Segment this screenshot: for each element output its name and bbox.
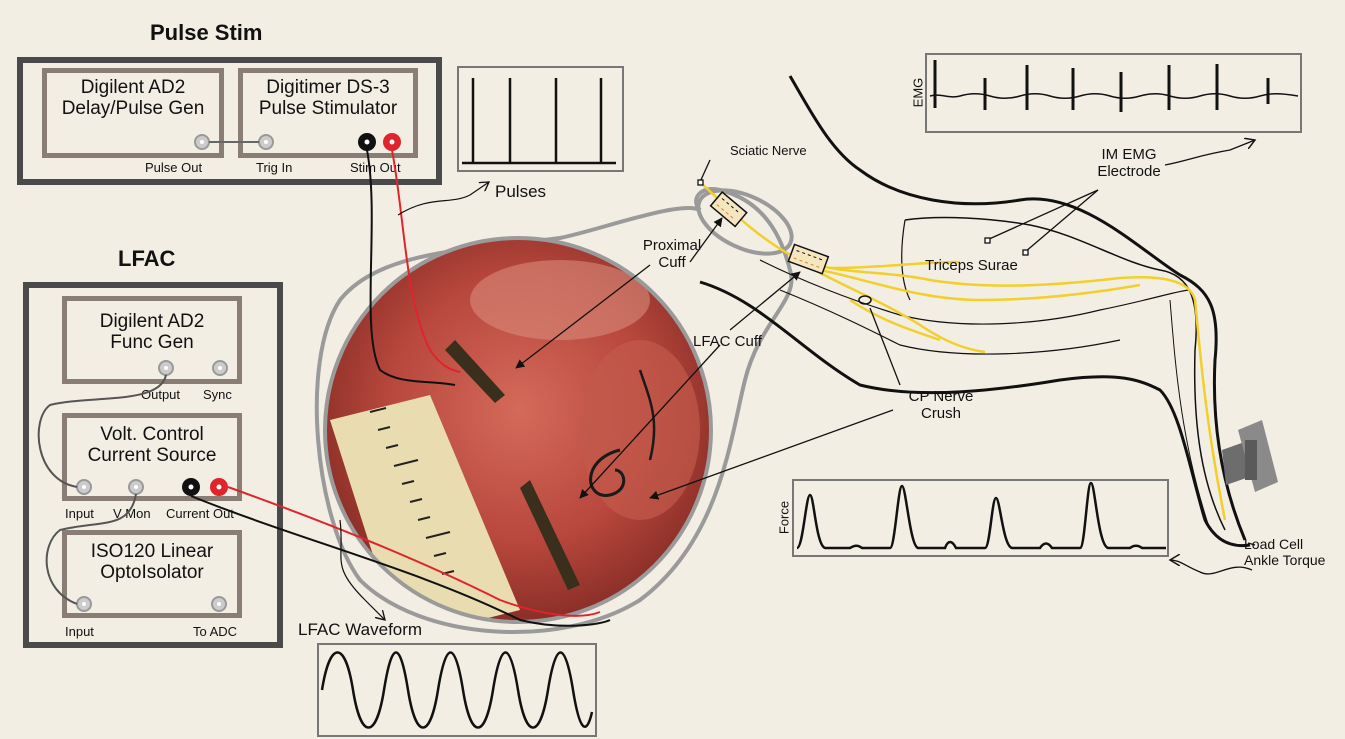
load-cell-icon (1222, 420, 1278, 492)
proximal-cuff-label: Proximal Cuff (637, 237, 707, 271)
crush-marker-icon (859, 296, 871, 304)
cp-nerve-crush-label: CP Nerve Crush (898, 388, 984, 422)
lfac-waveform-trace (322, 653, 592, 728)
pulses-label: Pulses (495, 182, 546, 202)
lfac-waveform-label: LFAC Waveform (298, 620, 422, 640)
emg-trace (930, 60, 1298, 112)
sciatic-nerve-label: Sciatic Nerve (730, 143, 807, 158)
load-cell-label: Load Cell Ankle Torque (1244, 536, 1344, 568)
lfac-cuff-label: LFAC Cuff (693, 333, 762, 350)
surgery-photo (320, 230, 720, 640)
pulses-trace (462, 78, 616, 163)
force-trace (797, 483, 1166, 548)
triceps-surae-label: Triceps Surae (925, 257, 1018, 274)
force-axis-label: Force (777, 496, 792, 540)
emg-axis-label: EMG (911, 73, 926, 113)
nerve-drawing (700, 182, 1225, 520)
lfac-cuff-icon (788, 244, 828, 273)
im-emg-electrode-label: IM EMG Electrode (1088, 146, 1170, 180)
